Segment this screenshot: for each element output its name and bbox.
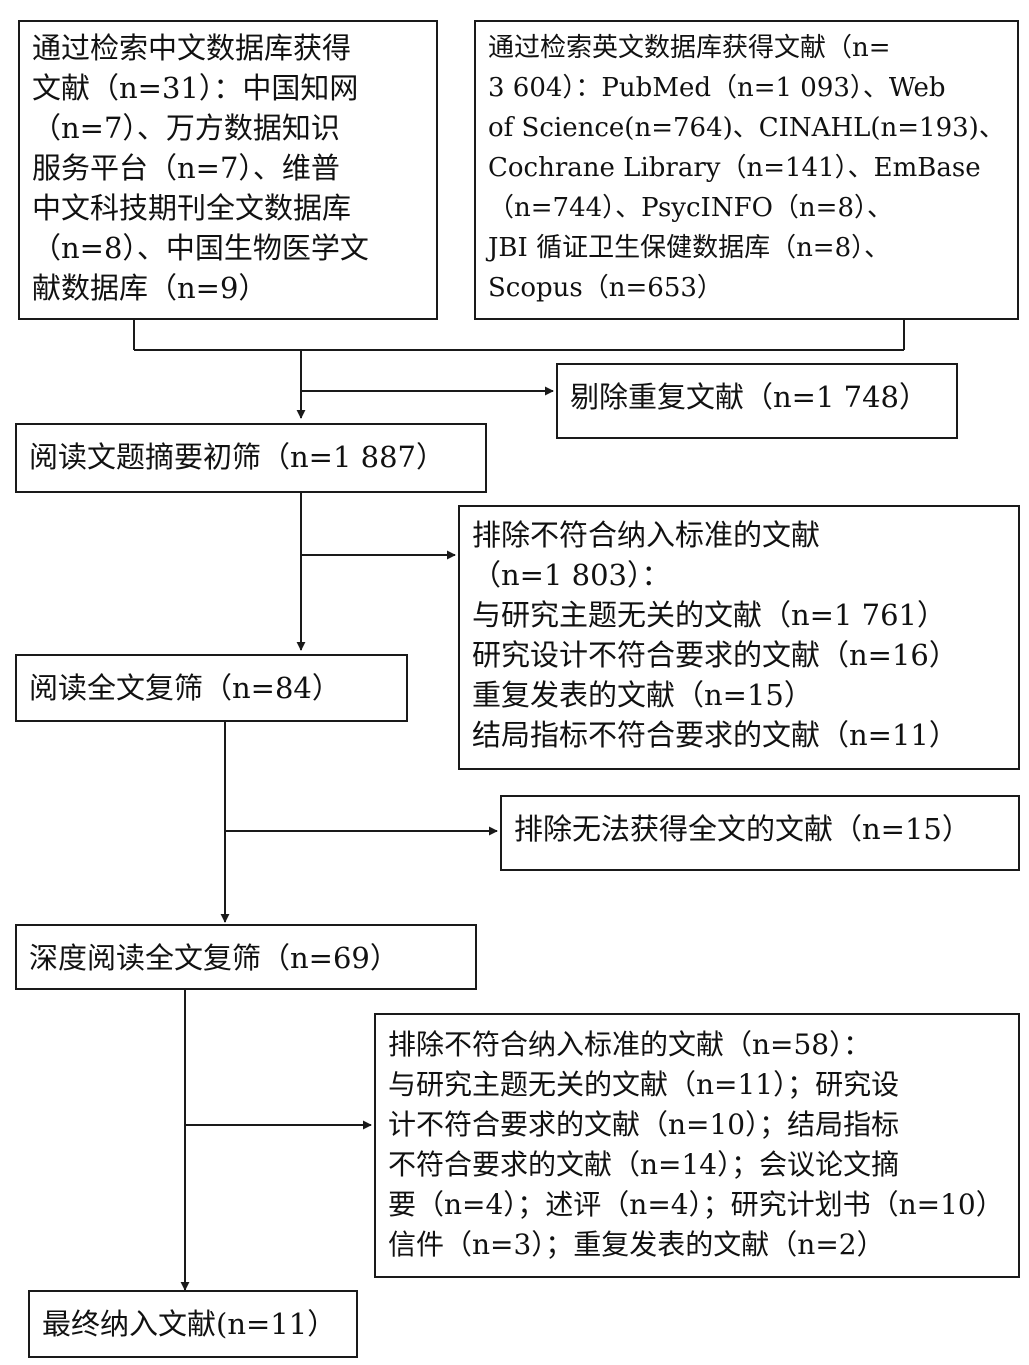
box-line: 3 604）：PubMed（n=1 093）、Web bbox=[488, 73, 946, 103]
box-line: 要（n=4）；述评（n=4）；研究计划书（n=10） bbox=[388, 1188, 1004, 1221]
box-line: 信件（n=3）；重复发表的文献（n=2） bbox=[388, 1228, 885, 1261]
box-line: 研究设计不符合要求的文献（n=16） bbox=[472, 638, 958, 672]
box-line: 文献（n=31）：中国知网 bbox=[32, 71, 359, 105]
box-line: 计不符合要求的文献（n=10）；结局指标 bbox=[388, 1108, 900, 1141]
box-line: 献数据库（n=9） bbox=[32, 271, 268, 305]
box-line: 不符合要求的文献（n=14）；会议论文摘 bbox=[388, 1148, 900, 1181]
box-text: 最终纳入文献(n=11） bbox=[42, 1307, 337, 1341]
box-line: （n=1 803）： bbox=[472, 558, 671, 592]
box-line: 与研究主题无关的文献（n=1 761） bbox=[472, 598, 946, 632]
chinese-database-box: 通过检索中文数据库获得 文献（n=31）：中国知网 （n=7）、万方数据知识 服… bbox=[18, 20, 438, 320]
box-line: 排除不符合纳入标准的文献（n=58）： bbox=[388, 1028, 872, 1061]
box-line: 结局指标不符合要求的文献（n=11） bbox=[472, 718, 958, 752]
box-line: Cochrane Library（n=141）、EmBase bbox=[488, 153, 981, 183]
box-line: 通过检索英文数据库获得文献（n= bbox=[488, 33, 891, 63]
box-line: （n=744）、PsycINFO（n=8）、 bbox=[488, 193, 893, 223]
box-line: 通过检索中文数据库获得 bbox=[32, 31, 352, 65]
box-line: 服务平台（n=7）、维普 bbox=[32, 151, 340, 185]
box-text: 排除无法获得全文的文献（n=15） bbox=[514, 812, 971, 846]
box-line: （n=8）、中国生物医学文 bbox=[32, 231, 369, 265]
box-line: JBI 循证卫生保健数据库（n=8）、 bbox=[488, 233, 891, 263]
box-line: 排除不符合纳入标准的文献 bbox=[472, 518, 821, 552]
box-text: 深度阅读全文复筛（n=69） bbox=[29, 941, 399, 975]
box-line: （n=7）、万方数据知识 bbox=[32, 111, 340, 145]
exclude-criteria-box-2: 排除不符合纳入标准的文献（n=58）： 与研究主题无关的文献（n=11）；研究设… bbox=[374, 1013, 1020, 1278]
box-line: 中文科技期刊全文数据库 bbox=[32, 191, 352, 225]
box-line: of Science(n=764)、CINAHL(n=193)、 bbox=[488, 113, 1005, 143]
box-text: 剔除重复文献（n=1 748） bbox=[570, 380, 928, 414]
deep-fulltext-screen-box: 深度阅读全文复筛（n=69） bbox=[15, 924, 477, 990]
box-text: 阅读全文复筛（n=84） bbox=[29, 671, 341, 705]
remove-duplicates-box: 剔除重复文献（n=1 748） bbox=[556, 363, 958, 439]
box-line: 重复发表的文献（n=15） bbox=[472, 678, 813, 712]
fulltext-screen-box: 阅读全文复筛（n=84） bbox=[15, 654, 408, 722]
exclude-no-fulltext-box: 排除无法获得全文的文献（n=15） bbox=[500, 795, 1020, 871]
exclude-criteria-box-1: 排除不符合纳入标准的文献 （n=1 803）： 与研究主题无关的文献（n=1 7… bbox=[458, 505, 1020, 770]
english-database-box: 通过检索英文数据库获得文献（n= 3 604）：PubMed（n=1 093）、… bbox=[474, 20, 1019, 320]
box-text: 阅读文题摘要初筛（n=1 887） bbox=[29, 440, 445, 474]
box-line: Scopus（n=653） bbox=[488, 273, 723, 303]
final-included-box: 最终纳入文献(n=11） bbox=[28, 1290, 358, 1358]
box-line: 与研究主题无关的文献（n=11）；研究设 bbox=[388, 1068, 900, 1101]
title-abstract-screen-box: 阅读文题摘要初筛（n=1 887） bbox=[15, 423, 487, 493]
